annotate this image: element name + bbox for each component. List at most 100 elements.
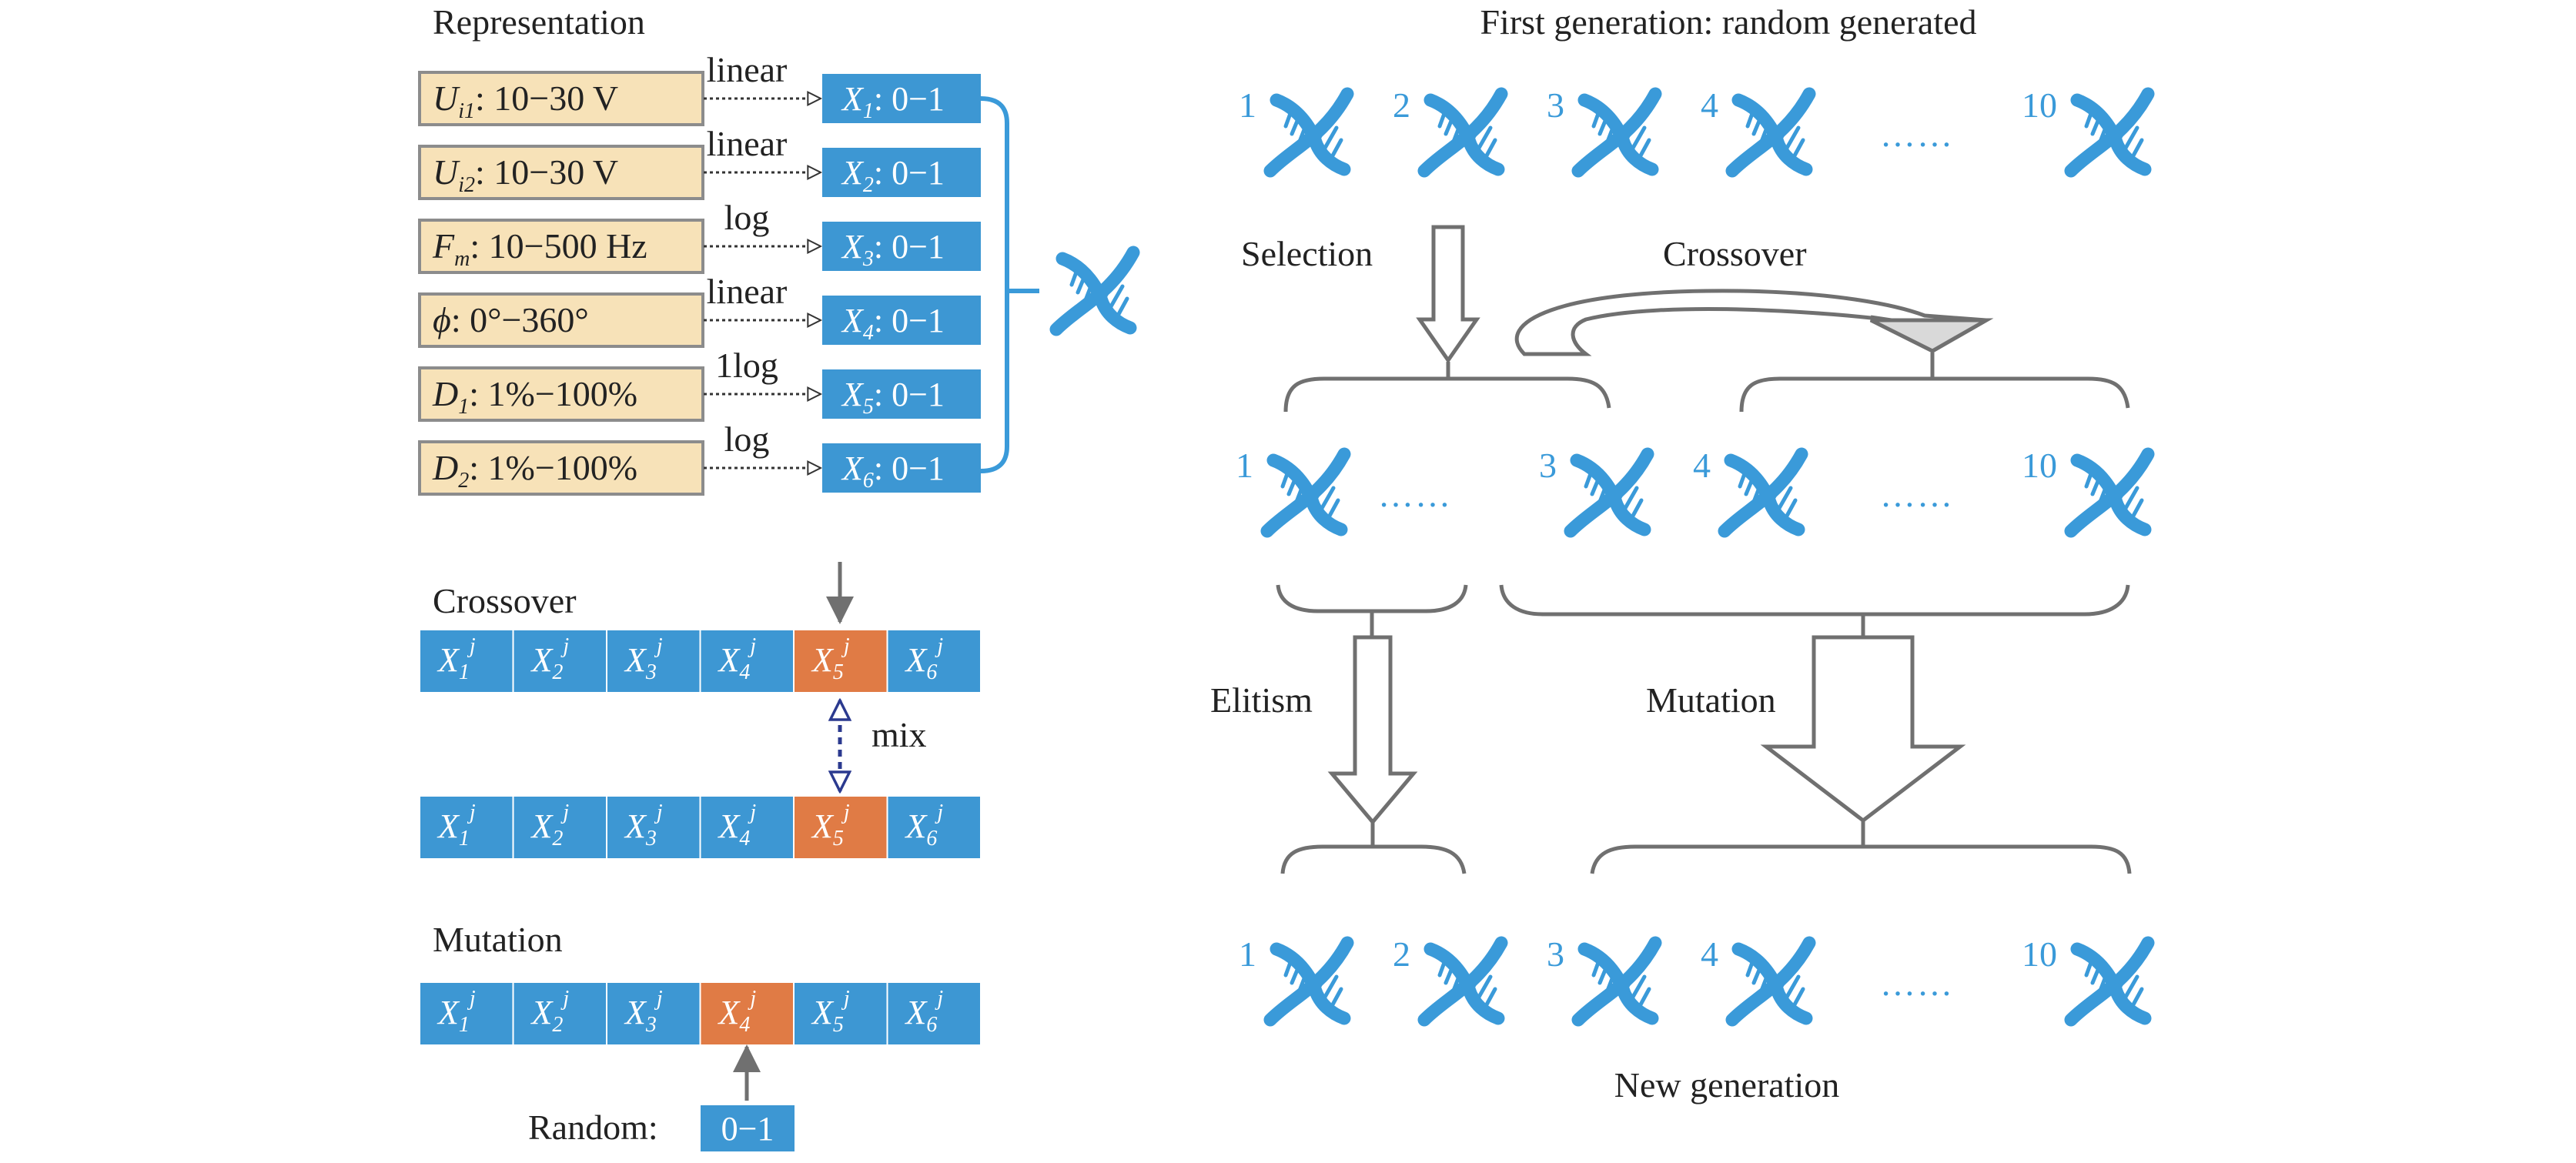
ellipsis: ……: [1880, 115, 1954, 154]
crossover-chromosome-1: X1j X2j X3j X4j X5j X6j: [419, 629, 982, 693]
mapping-label: linear: [707, 50, 788, 89]
individual-number: 10: [2022, 446, 2057, 485]
variable-label: X1: 0−1: [841, 80, 945, 123]
individual: 4: [1701, 85, 1809, 171]
gene-cell: [793, 981, 888, 1046]
first-generation: 1 2 3 4 10 ……: [1239, 85, 2148, 171]
variable-box: [822, 222, 981, 271]
variable-box: [822, 74, 981, 123]
variable-box: [822, 148, 981, 197]
individual-number: 4: [1701, 934, 1718, 974]
variable-box: [822, 296, 981, 345]
variable-label: X3: 0−1: [841, 228, 945, 271]
gene-label: X3j: [624, 634, 663, 684]
parameter-label: D2: 1%−100%: [432, 448, 637, 493]
dna-icon: [2071, 454, 2148, 531]
individual: 1: [1239, 85, 1347, 171]
gene-label: X3j: [624, 987, 663, 1037]
gene-label: X1j: [437, 987, 476, 1037]
individual: 3: [1539, 446, 1648, 531]
dna-icon: [1578, 943, 1655, 1020]
parameter-box: [418, 71, 704, 126]
new-generation-title: New generation: [1614, 1065, 1840, 1105]
mapping-label: linear: [707, 124, 788, 163]
parameter-label: D1: 1%−100%: [432, 374, 637, 419]
brace-right-mid: [1499, 584, 2130, 617]
brace-left-mid: [1276, 584, 1468, 613]
gene-label: X4j: [718, 634, 757, 684]
gene-label: X6j: [905, 634, 944, 684]
gene-label: X1j: [437, 800, 476, 851]
brace-right-low: [1590, 844, 2132, 874]
crossover-flow-arrow: [1514, 289, 1993, 356]
gene-cell: [419, 795, 514, 860]
parameter-label: ϕ: 0°−360°: [433, 300, 589, 339]
individual-number: 10: [2022, 85, 2057, 125]
parameter-box: [418, 145, 704, 200]
individual: 10: [2022, 446, 2148, 531]
individual-number: 1: [1239, 85, 1256, 125]
gene-cell: [886, 981, 982, 1046]
gene-cell: [512, 795, 607, 860]
gene-label: X5j: [811, 800, 850, 851]
dna-icon: [1578, 94, 1655, 171]
individual: 4: [1693, 446, 1802, 531]
random-label: Random:: [528, 1108, 658, 1147]
dna-icon: [1270, 943, 1347, 1020]
gene-label: X6j: [905, 987, 944, 1037]
mapping-label: linear: [707, 272, 788, 311]
gene-cell: [606, 795, 701, 860]
gene-label: X6j: [905, 800, 944, 851]
individual-number: 3: [1547, 934, 1564, 974]
dna-icon: [1424, 94, 1501, 171]
parameter-label: Ui2: 10−30 V: [433, 152, 618, 197]
individual: 1: [1239, 934, 1347, 1020]
mutation-panel-title: Mutation: [433, 920, 563, 959]
ellipsis: ……: [1880, 475, 1954, 514]
individual-number: 4: [1701, 85, 1718, 125]
dna-icon: [1424, 943, 1501, 1020]
mix-label: mix: [871, 715, 927, 754]
gene-cell: [699, 629, 795, 693]
mapping-label: 1log: [715, 346, 778, 385]
gene-label: X1j: [437, 634, 476, 684]
individual-number: 3: [1539, 446, 1557, 485]
gene-label: X3j: [624, 800, 663, 851]
individual-number: 4: [1693, 446, 1711, 485]
gene-cell: [512, 981, 607, 1046]
selection-arrow: [1416, 225, 1480, 364]
dna-icon: [1725, 454, 1802, 531]
brace-left-low: [1280, 844, 1467, 874]
mapping-label: log: [724, 198, 770, 237]
dna-icon: [1270, 94, 1347, 171]
gene-label: X4j: [718, 987, 757, 1037]
variable-label: X4: 0−1: [841, 302, 945, 345]
individual-number: 1: [1236, 446, 1253, 485]
gene-cell: [512, 629, 607, 693]
random-value: 0−1: [721, 1110, 774, 1148]
first-generation-title: First generation: random generated: [1480, 2, 1976, 42]
elitism-label: Elitism: [1210, 680, 1313, 720]
individual-number: 2: [1393, 934, 1410, 974]
random-value-box: [701, 1105, 795, 1151]
gene-label: X5j: [811, 634, 850, 684]
gene-cell: [419, 629, 514, 693]
gene-label: X2j: [530, 634, 570, 684]
elitism-arrow: [1327, 635, 1418, 825]
mutation-arrow: [1760, 635, 1966, 824]
individual: 4: [1701, 934, 1809, 1020]
individual-number: 3: [1547, 85, 1564, 125]
gene-cell: [606, 981, 701, 1046]
individual: 3: [1547, 85, 1655, 171]
gene-cell: [699, 795, 795, 860]
dna-icon: [1732, 943, 1809, 1020]
individual: 2: [1393, 85, 1501, 171]
